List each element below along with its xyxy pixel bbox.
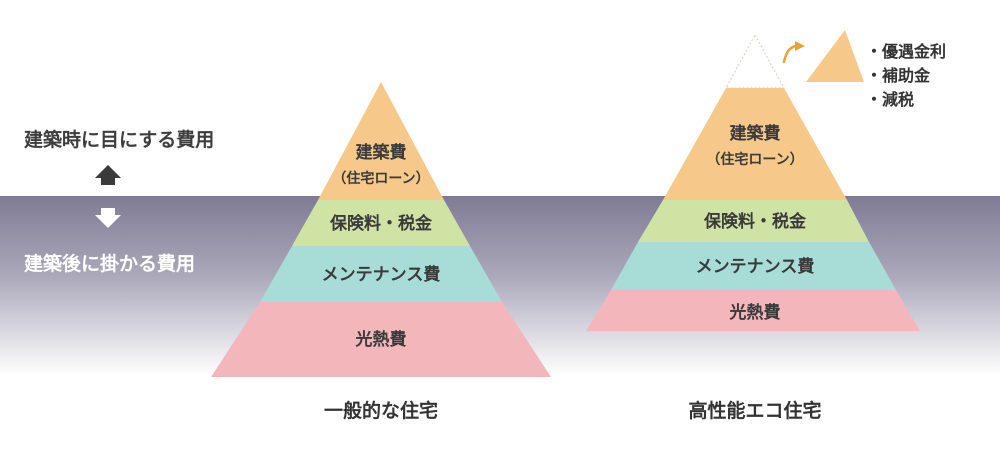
arrow-down-icon-stem (101, 208, 115, 215)
benefit-subsidy: ・補助金 (866, 66, 931, 85)
caption-eco-house: 高性能エコ住宅 (688, 399, 821, 422)
label-construction-cost: 建築費 (356, 142, 407, 163)
layer-insurance-tax (292, 200, 470, 246)
label-maintenance: メンテナンス費 (696, 256, 815, 277)
label-costs-at-construction: 建築時に目にする費用 (24, 128, 214, 151)
label-housing-loan: （住宅ローン） (332, 170, 429, 187)
label-construction-cost: 建築費 (730, 123, 781, 144)
label-insurance-tax: 保険料・税金 (703, 211, 807, 232)
layer-construction-cost (318, 82, 444, 200)
benefit-tax-reduction: ・減税 (866, 90, 914, 109)
detached-tip (806, 30, 864, 82)
layer-maintenance (260, 246, 502, 302)
layer-construction-cost (663, 88, 847, 200)
arrow-up-icon-stem (101, 178, 115, 185)
removed-tip-outline (724, 33, 786, 89)
layer-insurance-tax (638, 200, 869, 242)
pyramid-eco-house: 建築費 （住宅ローン） 保険料・税金 メンテナンス費 光熱費 (586, 33, 920, 331)
arrow-down-icon (95, 215, 121, 228)
layer-utilities (211, 302, 551, 377)
label-costs-after-construction: 建築後に掛かる費用 (24, 252, 195, 275)
label-housing-loan: （住宅ローン） (706, 151, 803, 168)
label-insurance-tax: 保険料・税金 (329, 213, 433, 234)
layer-utilities (586, 290, 920, 331)
label-utilities: 光熱費 (729, 302, 781, 323)
arrow-up-icon (95, 165, 121, 178)
caption-typical-house: 一般的な住宅 (324, 399, 438, 422)
curved-arrow-head-icon (795, 41, 805, 51)
label-utilities: 光熱費 (355, 329, 407, 350)
label-maintenance: メンテナンス費 (322, 264, 441, 285)
pyramid-typical-house: 建築費 （住宅ローン） 保険料・税金 メンテナンス費 光熱費 (211, 82, 551, 377)
curved-arrow-icon (782, 44, 798, 64)
layer-maintenance (611, 242, 896, 290)
benefit-preferential-rate: ・優遇金利 (866, 42, 946, 61)
